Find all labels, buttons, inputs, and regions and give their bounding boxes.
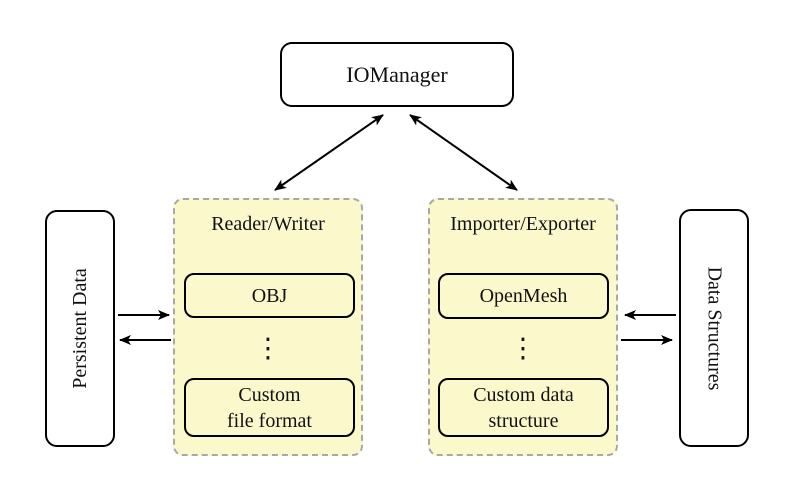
importer-exporter-panel: Importer/Exporter (428, 198, 618, 456)
openmesh-label: OpenMesh (479, 285, 568, 307)
reader-writer-title: Reader/Writer (211, 213, 325, 235)
obj-node: OBJ (184, 273, 355, 318)
openmesh-node: OpenMesh (438, 273, 609, 319)
reader-writer-panel: Reader/Writer (173, 198, 363, 456)
data-structures-node: Data Structures (679, 209, 749, 447)
custom-data-structure-line1: Custom data (473, 383, 574, 406)
importer-exporter-title: Importer/Exporter (450, 213, 596, 235)
persistent-data-label: Persistent Data (68, 268, 91, 389)
arrow-iomanager-readerwriter (274, 114, 384, 191)
data-structures-label: Data Structures (703, 266, 726, 390)
custom-file-format-node: Custom file format (184, 378, 355, 437)
vertical-ellipsis-right: ⋮ (509, 333, 537, 364)
custom-data-structure-node: Custom data structure (438, 378, 609, 437)
custom-data-structure-line2: structure (488, 409, 559, 432)
vertical-ellipsis-left: ⋮ (254, 333, 282, 364)
iomanager-label: IOManager (346, 61, 448, 87)
iomanager-node: IOManager (280, 42, 514, 107)
custom-file-format-line1: Custom (238, 383, 301, 406)
arrow-iomanager-importerexporter (409, 114, 518, 191)
custom-file-format-line2: file format (227, 409, 312, 432)
persistent-data-node: Persistent Data (45, 210, 115, 447)
obj-label: OBJ (251, 284, 288, 307)
